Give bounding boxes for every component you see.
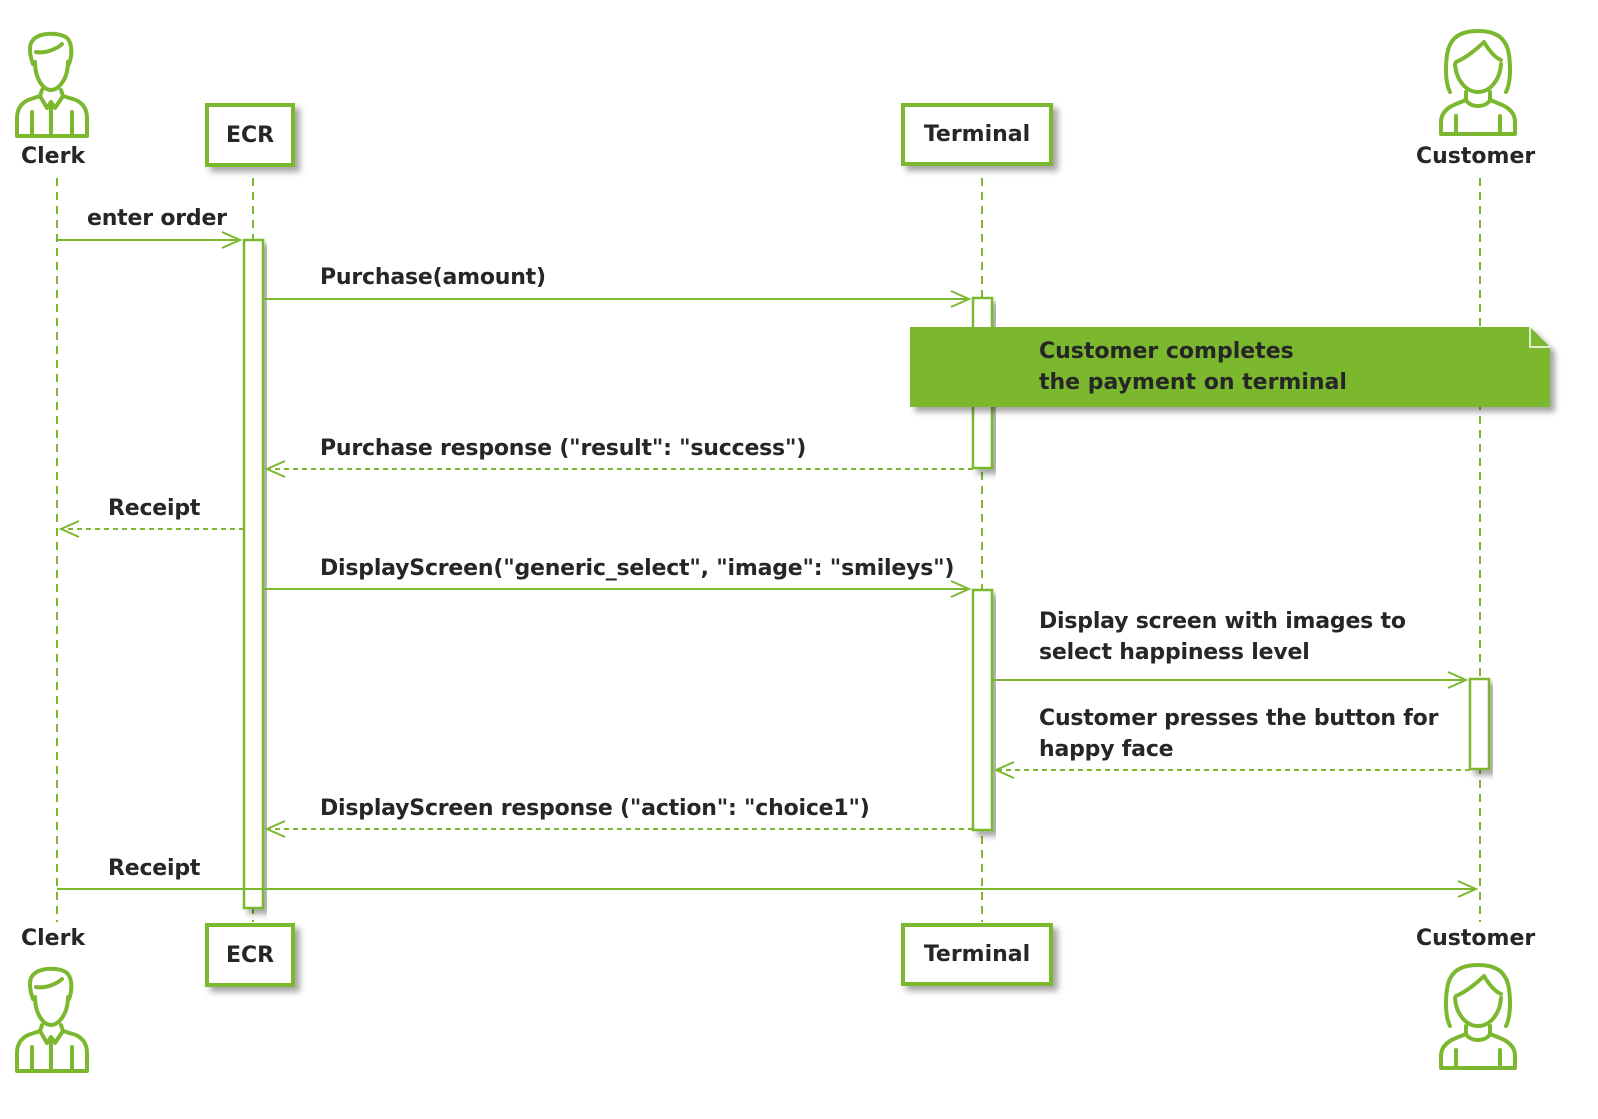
activation-terminal-2 (971, 588, 994, 832)
note-text-line-2: the payment on terminal (1039, 370, 1347, 395)
participant-customer-bottom: Customer (1416, 926, 1536, 951)
msg-receipt-2-arrow (1457, 880, 1479, 898)
msg-display-images-arrow (1447, 671, 1469, 689)
msg-receipt-2-label: Receipt (108, 856, 201, 881)
msg-receipt-1-label: Receipt (108, 496, 201, 521)
woman-icon (1439, 963, 1517, 1070)
msg-display-images-label-2: select happiness level (1039, 640, 1310, 665)
msg-displayscreen-response-label: DisplayScreen response ("action": "choic… (320, 796, 870, 821)
msg-display-images-label: Display screen with images to (1039, 609, 1406, 634)
participant-ecr-top: ECR (205, 103, 295, 167)
participant-clerk-bottom: Clerk (21, 926, 86, 951)
note-text-line-1: Customer completes (1039, 339, 1294, 364)
msg-displayscreen-label: DisplayScreen("generic_select", "image":… (320, 556, 955, 581)
note-shape (910, 327, 1550, 407)
msg-purchase-response-label: Purchase response ("result": "success") (320, 436, 807, 461)
note-fold (1529, 327, 1550, 348)
participant-ecr-bottom: ECR (205, 923, 295, 987)
msg-receipt-1-arrow (58, 520, 80, 538)
participant-ecr-label: ECR (225, 122, 275, 148)
msg-customer-presses-label-2: happy face (1039, 737, 1174, 762)
msg-purchase-response-arrow (264, 460, 286, 478)
msg-displayscreen-response-arrow (264, 820, 286, 838)
man-icon (15, 966, 89, 1073)
activation-customer (1468, 677, 1491, 771)
msg-customer-presses-arrow (993, 761, 1015, 779)
participant-terminal-top: Terminal (901, 103, 1053, 166)
participant-customer-top: Customer (1416, 144, 1536, 169)
activation-ecr (242, 238, 265, 910)
participant-terminal-bottom: Terminal (901, 923, 1053, 986)
msg-displayscreen-arrow (950, 580, 972, 598)
participant-terminal-label: Terminal (923, 122, 1031, 147)
msg-purchase-label: Purchase(amount) (320, 265, 546, 290)
participant-terminal-label: Terminal (923, 942, 1031, 967)
msg-customer-presses-label: Customer presses the button for (1039, 706, 1439, 731)
msg-enter-order-label: enter order (87, 206, 227, 231)
msg-enter-order-arrow (221, 231, 243, 249)
man-icon (15, 31, 89, 138)
msg-purchase-arrow (950, 290, 972, 308)
participant-ecr-label: ECR (225, 942, 275, 968)
participant-clerk-top: Clerk (21, 144, 86, 169)
woman-icon (1439, 29, 1517, 136)
